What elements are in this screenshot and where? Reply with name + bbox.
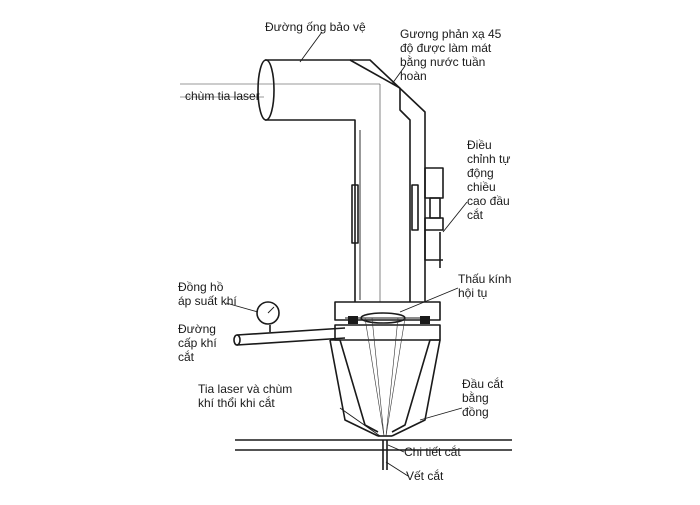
label-focus-lens: Thấu kính hội tụ [458,272,512,300]
label-protective-tube: Đường ống bảo vệ [265,20,366,34]
gas-supply-line [233,301,346,346]
leader-lines [225,31,468,477]
copper-nozzle-body [329,339,441,437]
label-workpiece: Chi tiết cắt [404,445,461,459]
workpiece [235,439,512,470]
laser-beam-path [180,83,381,302]
label-mirror: Gương phản xạ 45 độ được làm mát bằng nư… [400,27,502,83]
label-height-control: Điều chỉnh tự động chiều cao đầu cắt [467,138,511,222]
height-control-actuator [351,167,444,268]
label-laser-beam: chùm tia laser [185,89,260,103]
label-pressure-gauge: Đồng hồ áp suất khí [178,280,237,308]
label-gas-supply: Đường cấp khí cắt [178,322,217,364]
label-copper-nozzle: Đầu cắt bằng đồng [462,377,504,419]
converging-beam [364,317,406,437]
lens-housing [334,301,441,341]
label-kerf: Vết cắt [406,469,444,483]
protective-tube [257,59,426,302]
label-laser-and-gas: Tia laser và chùm khí thổi khi cắt [198,382,293,410]
